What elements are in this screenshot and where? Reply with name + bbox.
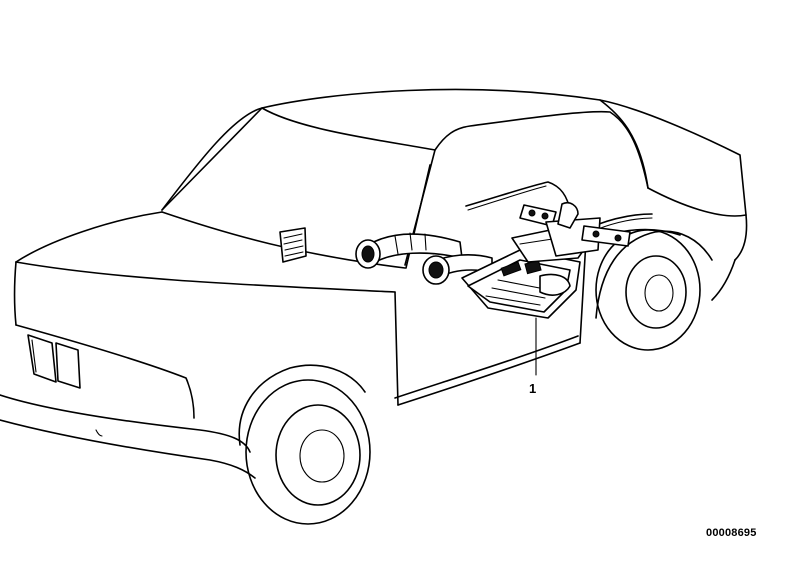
cowl-vent — [279, 227, 307, 263]
blower-bracket — [519, 201, 631, 257]
rear-wheel — [595, 229, 713, 351]
headlights — [27, 334, 81, 389]
callout-number: 1 — [529, 381, 537, 396]
cable-harness — [465, 181, 653, 230]
reference-code: 00008695 — [706, 527, 757, 539]
front-wheel — [238, 364, 371, 525]
car-body — [0, 88, 748, 479]
